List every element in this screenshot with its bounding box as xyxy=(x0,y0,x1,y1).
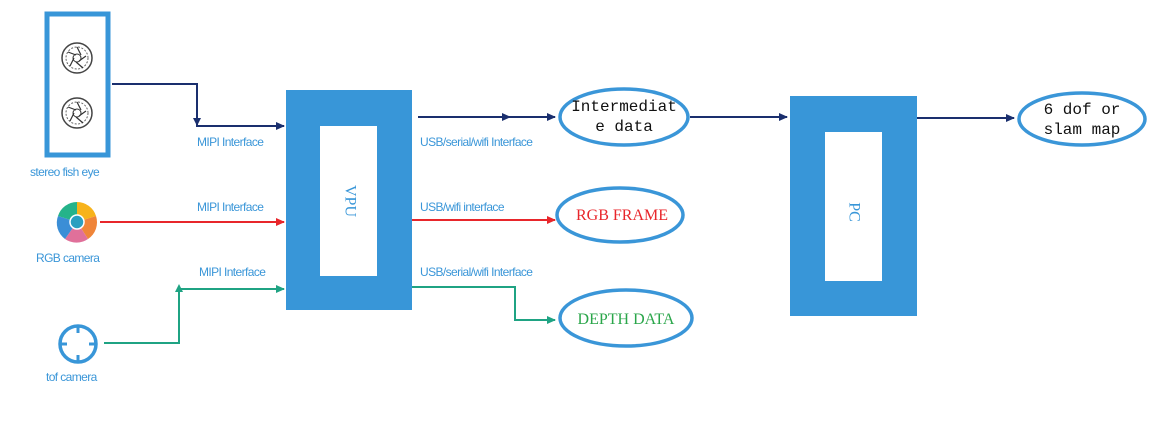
arrowhead-icon xyxy=(175,284,183,292)
stereo-fisheye-label: stereo fish eye xyxy=(30,165,100,179)
pc-label: PC xyxy=(845,202,862,222)
aperture-icon xyxy=(61,42,93,74)
intermediate-data-line1: Intermediat xyxy=(571,98,677,116)
tof-camera-label: tof camera xyxy=(46,370,98,384)
stereo-interface-label: MIPI Interface xyxy=(197,135,264,149)
vpu-to-depth-connector xyxy=(412,286,556,324)
rgb-output-interface-label: USB/wifi interface xyxy=(420,200,505,214)
vpu-block: VPU xyxy=(286,90,412,310)
rgb-interface-label: MIPI Interface xyxy=(197,200,264,214)
color-wheel-icon xyxy=(56,202,98,243)
tof-to-vpu-connector xyxy=(104,285,285,344)
aperture-icon xyxy=(61,97,93,129)
rgb-camera-label: RGB camera xyxy=(36,251,100,265)
stereo-to-vpu-connector xyxy=(112,83,285,130)
vpu-label: VPU xyxy=(341,185,358,217)
stereo-fisheye-frame xyxy=(44,11,111,158)
result-line2: slam map xyxy=(1044,121,1121,139)
depth-data-node: DEPTH DATA xyxy=(558,288,694,348)
result-node: 6 dof or slam map xyxy=(1017,91,1147,147)
depth-interface-label: USB/serial/wifi Interface xyxy=(420,265,533,279)
intermediate-data-line2: e data xyxy=(595,118,653,136)
result-line1: 6 dof or xyxy=(1044,101,1121,119)
tof-interface-label: MIPI Interface xyxy=(199,265,266,279)
intermediate-data-node: Intermediat e data xyxy=(558,87,690,147)
rgb-frame-node: RGB FRAME xyxy=(555,186,685,244)
intermediate-interface-label: USB/serial/wifi Interface xyxy=(420,135,533,149)
crosshair-icon xyxy=(58,324,98,364)
stereo-fisheye-camera: stereo fish eye xyxy=(30,11,111,179)
arrowhead-icon xyxy=(193,118,201,126)
pc-block: PC xyxy=(790,96,917,316)
rgb-frame-label: RGB FRAME xyxy=(576,207,668,224)
depth-data-label: DEPTH DATA xyxy=(578,311,675,328)
